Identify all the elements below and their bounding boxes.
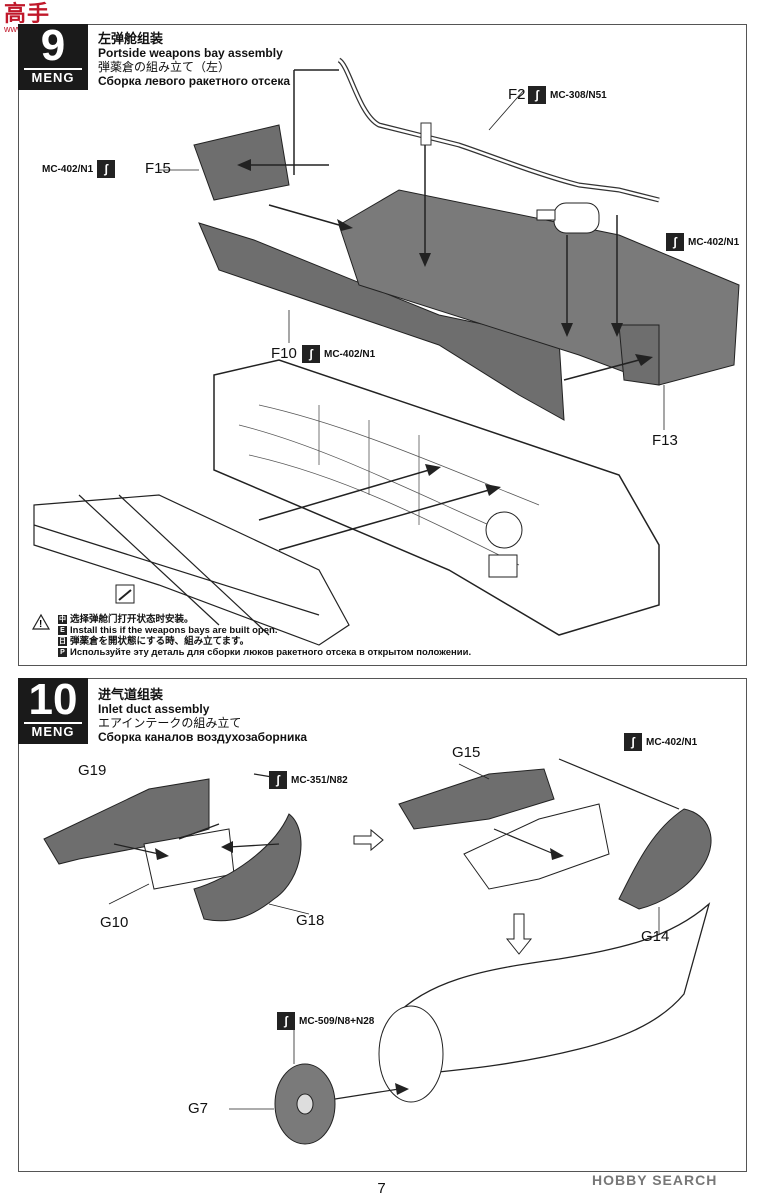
part-label-g18: G18 [296, 912, 325, 929]
brush-icon: ʃ [624, 733, 642, 751]
part-label-f15: F15 [145, 160, 171, 177]
step-10-title-zh: 进气道组装 [98, 687, 164, 702]
paint-code-f13: MC-402/N1 [688, 236, 740, 248]
step-9-brand: MENG [24, 68, 82, 86]
step-9-title-ja: 弾薬倉の組み立て（左） [98, 60, 231, 74]
paint-callout-f2: ʃ MC-308/N51 [528, 86, 607, 104]
step-10-title: 进气道组装 Inlet duct assembly エアインテークの組み立て С… [98, 687, 308, 745]
step-9-title-ru: Сборка левого ракетного отсека [98, 74, 291, 88]
step-10-title-ja: エアインテークの組み立て [98, 716, 242, 730]
paint-code-f15: MC-402/N1 [42, 163, 94, 175]
paint-callout-f13: ʃ MC-402/N1 [666, 233, 739, 251]
fuselage-lower-shape [213, 359, 660, 636]
brush-icon: ʃ [277, 1012, 295, 1030]
paint-callout-g15: ʃ MC-402/N1 [624, 733, 697, 751]
missile-rack-shape [33, 494, 350, 646]
paint-callout-g7: ʃ MC-509/N8+N28 [277, 1012, 374, 1030]
warning-zh: 选择弹舱门打开状态时安装。 [70, 614, 194, 625]
step-10-badge: 10 MENG [18, 678, 88, 744]
brush-icon: ʃ [269, 771, 287, 789]
paint-callout-f15: MC-402/N1 ʃ [42, 160, 116, 178]
step-10-illustration [43, 758, 712, 1145]
step-9-number: 9 [40, 21, 66, 70]
part-g18-shape [193, 813, 302, 922]
warning-ru: Используйте эту деталь для сборки люков … [70, 647, 472, 658]
brush-icon: ʃ [302, 345, 320, 363]
part-f15-shape [193, 124, 290, 201]
part-f10-shape [198, 222, 565, 421]
part-label-g14: G14 [641, 928, 670, 945]
paint-code-g15: MC-402/N1 [646, 736, 698, 748]
step-10-number: 10 [28, 675, 78, 724]
warning-en: Install this if the weapons bays are bui… [70, 625, 278, 636]
part-label-g10: G10 [100, 914, 129, 931]
svg-text:!: ! [39, 619, 42, 630]
part-label-f10: F10 [271, 345, 297, 362]
warning-ja: 弾薬倉を開状態にする時、組み立てます。 [70, 636, 250, 647]
source-logo: HOBBY SEARCH [592, 1172, 718, 1188]
brush-icon: ʃ [97, 160, 116, 178]
step-9-title-zh: 左弹舱组装 [98, 31, 164, 46]
step-10-brand: MENG [24, 722, 82, 740]
paint-code-g19: MC-351/N82 [291, 774, 348, 786]
step-9-badge: 9 MENG [18, 24, 88, 90]
part-g15-shape [398, 768, 555, 830]
paint-code-f2: MC-308/N51 [550, 89, 607, 101]
brush-icon: ʃ [528, 86, 546, 104]
step-9-illustration: ! [31, 57, 740, 646]
part-label-f2: F2 [508, 86, 526, 103]
part-label-g7: G7 [188, 1100, 209, 1117]
page-number: 7 [377, 1180, 386, 1197]
part-label-g15: G15 [452, 744, 481, 761]
step-9-title-en: Portside weapons bay assembly [98, 46, 283, 60]
part-g14-shape [618, 808, 712, 910]
paint-callout-g19: ʃ MC-351/N82 [269, 771, 348, 789]
step-9-title: 左弹舱组装 Portside weapons bay assembly 弾薬倉の… [98, 31, 291, 89]
paint-callout-f10: ʃ MC-402/N1 [302, 345, 375, 363]
warning-triangle-shape [31, 613, 51, 630]
part-label-g19: G19 [78, 762, 107, 779]
paint-code-g7: MC-509/N8+N28 [299, 1015, 375, 1027]
step-10-panel [18, 678, 747, 1172]
brush-icon: ʃ [666, 233, 684, 251]
paint-code-f10: MC-402/N1 [324, 348, 376, 360]
watermark-logo: 高手 [4, 1, 51, 26]
part-f2-pipe-shape [337, 57, 660, 203]
step-10-title-ru: Сборка каналов воздухозаборника [98, 730, 308, 744]
step-10-title-en: Inlet duct assembly [98, 702, 210, 716]
part-label-f13: F13 [652, 432, 678, 449]
